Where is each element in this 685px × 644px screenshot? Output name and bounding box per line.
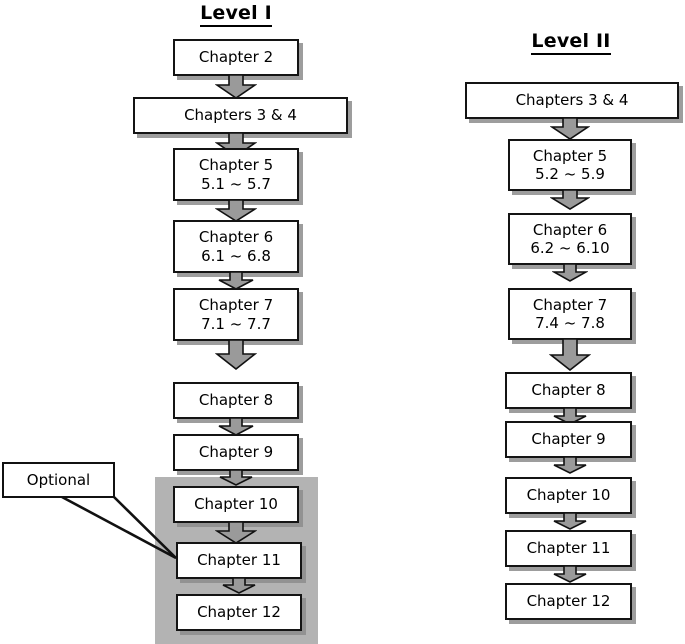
node-label-line2: 5.1 ~ 5.7	[201, 174, 271, 193]
arrow-l2-ch34-to-ch5	[550, 118, 590, 140]
node-l1-chapter-5[interactable]: Chapter 5 5.1 ~ 5.7	[173, 148, 299, 201]
node-label-line1: Chapter 11	[526, 539, 611, 558]
node-l1-chapter-9[interactable]: Chapter 9	[173, 434, 299, 471]
arrow-l2-ch11-to-ch12	[553, 566, 587, 583]
arrow-l2-ch6-to-ch7	[552, 264, 588, 282]
node-l2-chapter-8[interactable]: Chapter 8	[505, 372, 632, 409]
node-l2-chapter-9[interactable]: Chapter 9	[505, 421, 632, 458]
node-l1-chapter-8[interactable]: Chapter 8	[173, 382, 299, 419]
column-heading-level-2: Level II	[508, 30, 634, 55]
node-l2-chapter-5[interactable]: Chapter 5 5.2 ~ 5.9	[508, 139, 632, 191]
node-label-line1: Chapter 5	[532, 146, 608, 165]
node-label-line1: Chapter 2	[198, 48, 274, 67]
node-l2-chapter-11[interactable]: Chapter 11	[505, 530, 632, 567]
node-l1-chapter-7[interactable]: Chapter 7 7.1 ~ 7.7	[173, 288, 299, 341]
optional-callout-leader-line	[61, 495, 177, 560]
node-label-line1: Chapter 6	[198, 228, 274, 247]
node-label-line1: Chapter 11	[197, 551, 281, 570]
arrow-l2-ch8-to-ch9	[553, 408, 587, 425]
column-heading-level-1: Level I	[173, 2, 299, 27]
node-l2-chapter-6[interactable]: Chapter 6 6.2 ~ 6.10	[508, 213, 632, 265]
node-label-line1: Chapter 9	[531, 430, 606, 449]
arrow-l2-ch9-to-ch10	[553, 457, 587, 474]
node-label-line1: Chapter 8	[531, 381, 606, 400]
node-label-line1: Chapter 7	[198, 296, 274, 315]
node-label-line2: 7.1 ~ 7.7	[201, 314, 271, 333]
node-l1-chapter-6[interactable]: Chapter 6 6.1 ~ 6.8	[173, 220, 299, 273]
node-l2-chapter-12[interactable]: Chapter 12	[505, 583, 632, 620]
arrow-l1-ch5-to-ch6	[215, 200, 257, 222]
node-label-line1: Chapter 6	[532, 220, 608, 239]
arrow-l1-ch7-to-ch8	[215, 340, 257, 370]
node-label-line2: 5.2 ~ 5.9	[535, 165, 605, 183]
node-label-line1: Chapter 10	[526, 486, 611, 505]
node-l1-chapter-2[interactable]: Chapter 2	[173, 39, 299, 76]
arrow-l1-ch8-to-ch9	[218, 418, 254, 436]
node-l2-chapter-7[interactable]: Chapter 7 7.4 ~ 7.8	[508, 288, 632, 340]
arrow-l1-ch11-to-ch12	[222, 578, 256, 594]
node-l2-chapter-10[interactable]: Chapter 10	[505, 477, 632, 514]
node-label-line1: Chapter 12	[197, 603, 281, 622]
node-label-line1: Chapter 9	[198, 443, 274, 462]
optional-callout[interactable]: Optional	[2, 462, 115, 498]
node-label-line1: Chapters 3 & 4	[184, 106, 297, 125]
arrow-l2-ch7-to-ch8	[549, 339, 591, 371]
arrow-l2-ch5-to-ch6	[550, 190, 590, 210]
node-l1-chapters-3-and-4[interactable]: Chapters 3 & 4	[133, 97, 348, 134]
arrow-l1-ch6-to-ch7	[218, 272, 254, 290]
arrow-l2-ch10-to-ch11	[553, 513, 587, 530]
column-heading-level-2-label: Level II	[531, 30, 611, 55]
node-label-line2: 6.2 ~ 6.10	[530, 239, 610, 257]
column-heading-level-1-label: Level I	[200, 2, 272, 27]
node-l1-chapter-12[interactable]: Chapter 12	[176, 594, 302, 631]
node-label-line1: Chapters 3 & 4	[515, 91, 629, 110]
node-label-line1: Chapter 10	[194, 495, 278, 514]
arrow-l1-ch2-to-ch34	[215, 75, 257, 99]
arrow-l1-ch10-to-ch11	[215, 522, 257, 544]
node-label-line2: 6.1 ~ 6.8	[201, 246, 271, 265]
optional-callout-label: Optional	[26, 471, 91, 489]
node-l2-chapters-3-and-4[interactable]: Chapters 3 & 4	[465, 82, 679, 119]
node-label-line2: 7.4 ~ 7.8	[535, 314, 605, 332]
node-label-line1: Chapter 8	[198, 391, 274, 410]
node-label-line1: Chapter 7	[532, 295, 608, 314]
node-label-line1: Chapter 12	[526, 592, 611, 611]
node-l1-chapter-10[interactable]: Chapter 10	[173, 486, 299, 523]
node-label-line1: Chapter 5	[198, 156, 274, 175]
arrow-l1-ch9-to-ch10	[219, 470, 253, 486]
